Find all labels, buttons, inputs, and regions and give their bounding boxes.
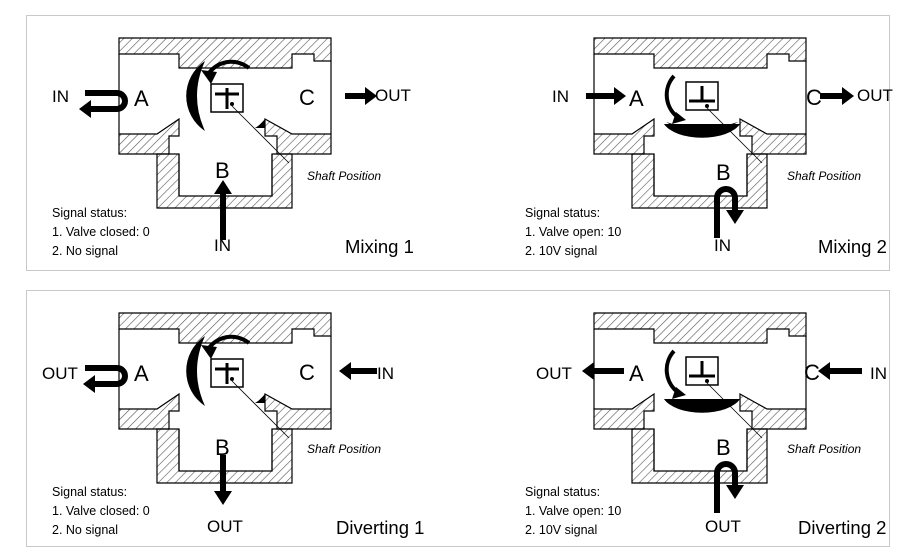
diverting-1-diagram: OUT A C IN B OUT Shaft Position Signal s…	[27, 291, 472, 546]
valve-body-diverting-1	[83, 312, 377, 505]
shaft-position-label: Shaft Position	[787, 169, 862, 183]
signal-status-line-1: 1. Valve closed: 0	[52, 504, 150, 518]
port-b-letter: B	[215, 435, 230, 460]
signal-status-line-2: 2. 10V signal	[525, 523, 598, 537]
mode-title: Diverting 1	[336, 517, 425, 538]
valve-body-diverting-2	[582, 312, 862, 513]
port-c-letter: C	[806, 85, 822, 110]
diverting-panel: OUT A C IN B OUT Shaft Position Signal s…	[26, 290, 890, 547]
signal-status: Signal status: 1. Valve closed: 0 2. No …	[52, 204, 150, 261]
port-b-flow-label: IN	[714, 236, 731, 255]
port-c-letter: C	[299, 85, 315, 110]
signal-status-line-2: 2. No signal	[52, 523, 119, 537]
port-a-flow-label: IN	[552, 87, 569, 106]
signal-status-title: Signal status:	[52, 485, 128, 499]
port-a-letter: A	[134, 86, 149, 111]
port-b-flow-label: OUT	[705, 517, 741, 536]
signal-status-line-2: 2. No signal	[52, 244, 119, 258]
valve-body-mixing-1	[79, 37, 377, 240]
diverting-2-diagram: OUT A C IN B OUT Shaft Position Signal s…	[474, 291, 917, 546]
port-b-letter: B	[716, 435, 731, 460]
port-b-flow-label: OUT	[207, 517, 243, 536]
mixing-panel: IN A C OUT B IN Shaft Position Signal st…	[26, 15, 893, 271]
port-b-flow-label: IN	[214, 236, 231, 255]
port-c-flow-label: OUT	[857, 86, 893, 105]
mode-title: Mixing 1	[345, 236, 414, 257]
port-a-letter: A	[134, 361, 149, 386]
shaft-position-label: Shaft Position	[787, 442, 862, 456]
port-c-flow-label: IN	[377, 364, 394, 383]
signal-status-line-1: 1. Valve open: 10	[525, 504, 622, 518]
signal-status-line-2: 2. 10V signal	[525, 244, 598, 258]
port-a-letter: A	[629, 86, 644, 111]
signal-status-title: Signal status:	[52, 206, 128, 220]
port-a-flow-label: IN	[52, 87, 69, 106]
port-c-flow-label: OUT	[375, 86, 411, 105]
mixing-1-diagram: IN A C OUT B IN Shaft Position Signal st…	[27, 16, 472, 270]
signal-status-title: Signal status:	[525, 485, 601, 499]
signal-status: Signal status: 1. Valve open: 10 2. 10V …	[525, 483, 621, 540]
port-c-flow-label: IN	[870, 364, 887, 383]
signal-status: Signal status: 1. Valve closed: 0 2. No …	[52, 483, 150, 540]
shaft-position-label: Shaft Position	[307, 442, 382, 456]
port-c-letter: C	[299, 360, 315, 385]
signal-status: Signal status: 1. Valve open: 10 2. 10V …	[525, 204, 621, 261]
mode-title: Diverting 2	[798, 517, 887, 538]
mode-title: Mixing 2	[818, 236, 887, 257]
port-b-letter: B	[215, 158, 230, 183]
signal-status-title: Signal status:	[525, 206, 601, 220]
mixing-2-diagram: IN A C OUT B IN Shaft Position Signal st…	[474, 16, 917, 270]
port-c-letter: C	[804, 360, 820, 385]
port-a-flow-label: OUT	[536, 364, 572, 383]
port-b-letter: B	[716, 160, 731, 185]
signal-status-line-1: 1. Valve closed: 0	[52, 225, 150, 239]
valve-body-mixing-2	[586, 37, 854, 238]
port-a-letter: A	[629, 361, 644, 386]
port-a-flow-label: OUT	[42, 364, 78, 383]
signal-status-line-1: 1. Valve open: 10	[525, 225, 622, 239]
shaft-position-label: Shaft Position	[307, 169, 382, 183]
